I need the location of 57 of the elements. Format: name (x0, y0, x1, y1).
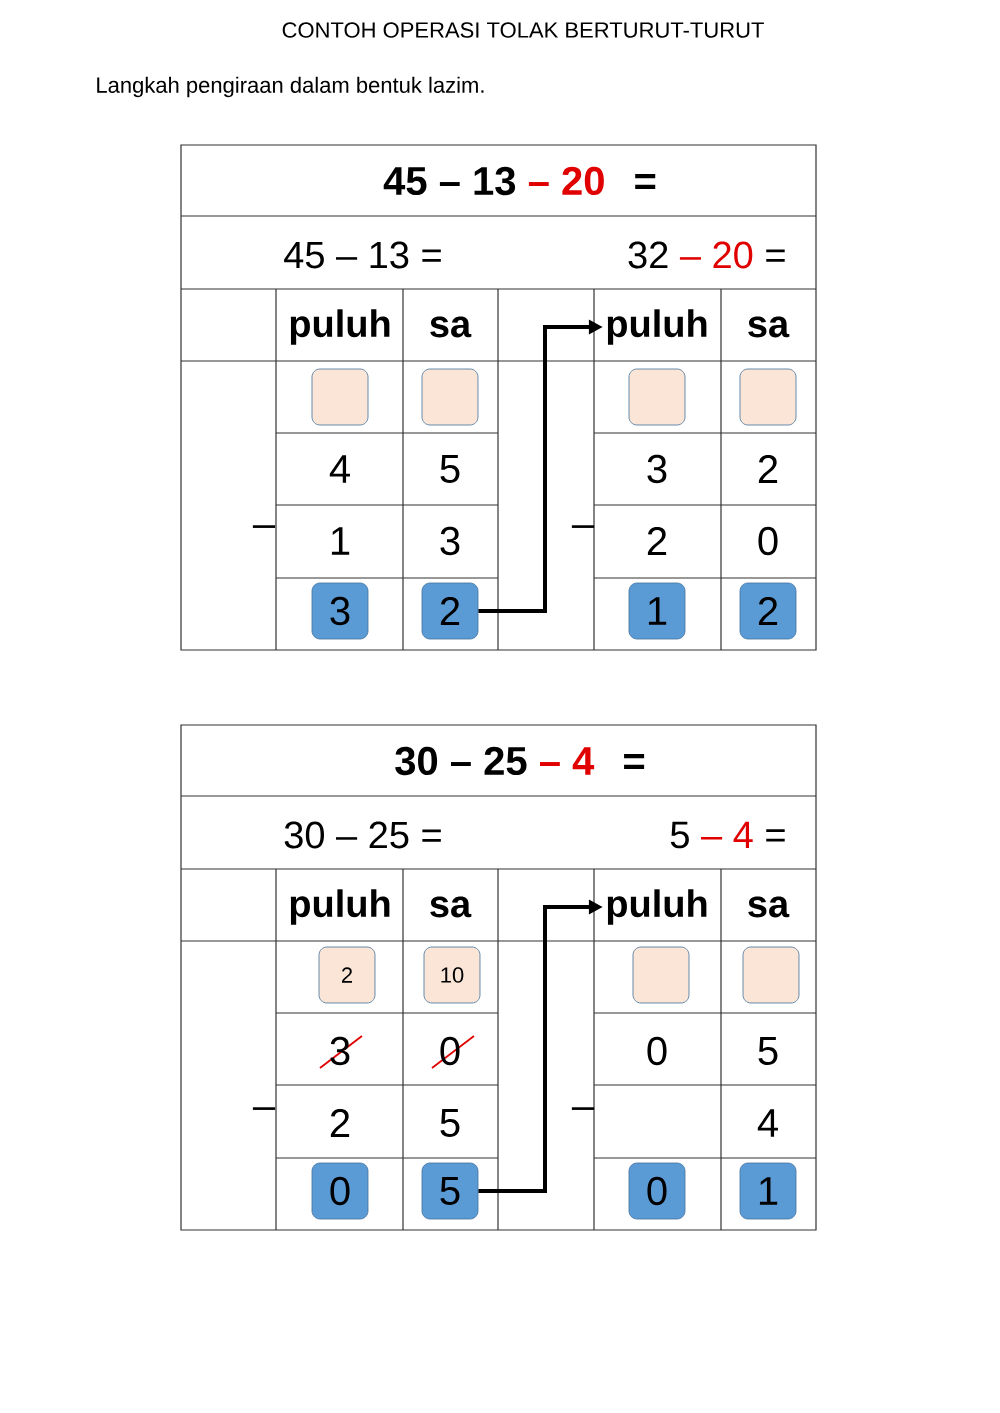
column-header: puluh (290, 889, 390, 925)
cell-digit: 2 (647, 527, 667, 555)
answer-box: 2 (421, 582, 479, 640)
answer-box: 0 (628, 1162, 686, 1220)
equation-text: – 20 (528, 166, 604, 196)
carry-box (421, 368, 479, 426)
cell-digit: 5 (440, 1109, 460, 1137)
equation-text: 30 – 25 = (284, 821, 441, 849)
equation-text: 45 – 13 = (284, 241, 441, 269)
carry-box (628, 368, 686, 426)
equals-sign: = (766, 829, 785, 842)
carry-box (311, 368, 369, 426)
answer-box: 5 (421, 1162, 479, 1220)
cell-digit: 4 (757, 1109, 778, 1137)
answer-box: 1 (739, 1162, 797, 1220)
carry-box (742, 946, 800, 1004)
answer-box: 0 (311, 1162, 369, 1220)
carry-box (739, 368, 797, 426)
equals-sign: = (766, 249, 785, 262)
page-title: CONTOH OPERASI TOLAK BERTURUT-TURUT (282, 22, 764, 38)
cell-digit: 0 (758, 526, 778, 556)
equals-sign: = (624, 753, 645, 770)
answer-box: 1 (628, 582, 686, 640)
minus-sign: – (571, 525, 595, 528)
instruction-text: Langkah pengiraan dalam bentuk lazim. (97, 76, 484, 98)
cell-digit: 2 (758, 455, 778, 483)
cell-digit: 3 (647, 454, 667, 484)
equation-text: 30 – 25 (395, 746, 527, 776)
minus-sign: – (571, 1107, 595, 1110)
equation-text: – 4 (701, 821, 753, 848)
cell-digit: 1 (331, 527, 350, 555)
equation-text: 45 – 13 (383, 166, 516, 196)
cell-digit: 0 (647, 1036, 667, 1066)
column-header: sa (748, 316, 790, 338)
carry-box: 10 (423, 946, 481, 1004)
column-header: sa (748, 896, 790, 918)
minus-sign: – (252, 1107, 276, 1110)
column-header: sa (430, 896, 472, 918)
cell-digit: 2 (330, 1109, 350, 1137)
cell-digit: 5 (758, 1037, 778, 1065)
equation-text: – 20 (679, 241, 753, 269)
carry-box (632, 946, 690, 1004)
equals-sign: = (635, 173, 656, 190)
cell-digit: 5 (440, 455, 460, 483)
equation-text: 5 (670, 821, 689, 849)
cell-digit: 4 (329, 455, 350, 483)
column-header: puluh (290, 309, 390, 345)
carry-box: 2 (318, 946, 376, 1004)
column-header: puluh (607, 309, 707, 345)
answer-box: 2 (739, 582, 797, 640)
column-header: puluh (607, 889, 707, 925)
equation-text: – 4 (540, 747, 595, 775)
cell-digit: 3 (440, 526, 460, 556)
equation-text: 32 (628, 241, 668, 269)
column-header: sa (430, 316, 472, 338)
minus-sign: – (252, 525, 276, 528)
answer-box: 3 (311, 582, 369, 640)
